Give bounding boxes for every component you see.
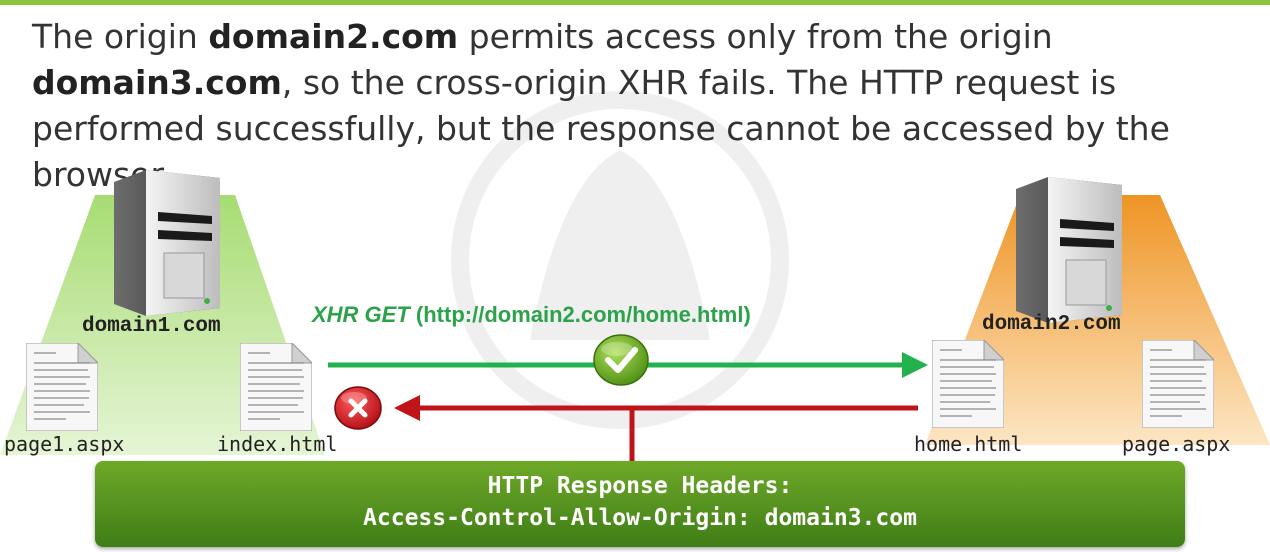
right-server-icon: [1016, 177, 1122, 323]
file-label-page: page.aspx: [1122, 432, 1231, 456]
response-arrow: [394, 395, 918, 462]
response-headers-box: HTTP Response Headers: Access-Control-Al…: [95, 461, 1185, 547]
file-label-home: home.html: [914, 432, 1023, 456]
caption-text-1: The origin: [32, 17, 209, 56]
caption-text-3: , so the cross-origin XHR fails. The HTT…: [32, 63, 1170, 194]
caption-text-2: permits access only from the origin: [458, 17, 1053, 56]
left-server-icon: [114, 170, 220, 316]
top-rule: [0, 0, 1270, 5]
caption: The origin domain2.com permits access on…: [32, 14, 1242, 198]
right-host-name: domain2.com: [982, 313, 1121, 336]
document-icon: [932, 340, 1004, 428]
cors-header-line: Access-Control-Allow-Origin: domain3.com: [363, 505, 917, 531]
headers-title: HTTP Response Headers:: [487, 473, 793, 499]
document-icon: [1142, 340, 1214, 428]
request-label: XHR GET (http://domain2.com/home.html): [312, 302, 751, 328]
file-label-page1: page1.aspx: [4, 432, 125, 456]
document-icon: [26, 343, 98, 431]
watermark-logo: [451, 91, 789, 429]
check-icon: [593, 334, 649, 386]
caption-origin-a: domain2.com: [208, 17, 459, 56]
request-verb: XHR GET: [312, 302, 410, 327]
document-icon: [240, 343, 312, 431]
file-label-index: index.html: [217, 432, 338, 456]
left-host-name: domain1.com: [82, 315, 221, 338]
caption-origin-b: domain3.com: [32, 63, 282, 102]
request-url: (http://domain2.com/home.html): [409, 302, 751, 327]
x-icon: [334, 386, 382, 430]
